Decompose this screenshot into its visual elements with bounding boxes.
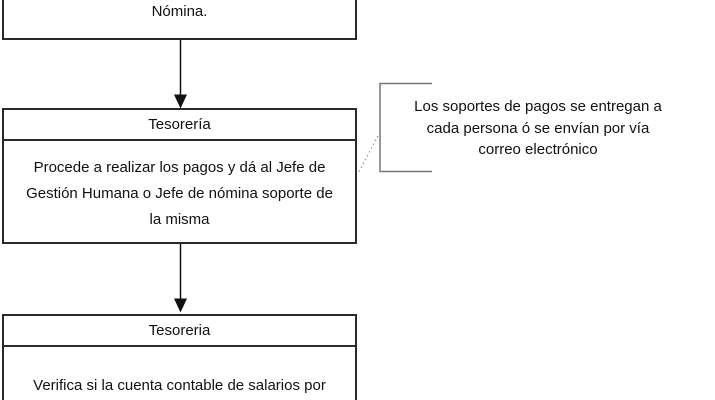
body-line: Verifica si la cuenta contable de salari…: [33, 377, 326, 394]
process-box-tesoreria-verifica: Tesoreria Verifica si la cuenta contable…: [2, 314, 357, 400]
arrowhead-down-icon: [174, 94, 187, 109]
callout-leader-line: [358, 131, 381, 172]
process-box-tesoreria-verifica-header: Tesoreria: [4, 316, 355, 347]
arrowhead-down-icon: [174, 298, 187, 313]
body-line: Gestión Humana o Jefe de nómina soporte …: [26, 185, 333, 202]
callout-line: Los soportes de pagos se entregan a: [414, 98, 662, 115]
process-box-tesoreria-pagos: Tesorería Procede a realizar los pagos y…: [2, 108, 357, 244]
body-line: la misma: [149, 211, 210, 228]
process-box-tesoreria-pagos-body: Procede a realizar los pagos y dá al Jef…: [4, 141, 355, 242]
callout-line: cada persona ó se envían por vía: [426, 119, 650, 137]
callout-line: correo electrónico: [478, 141, 598, 158]
callout-note: Los soportes de pagos se entregan a cada…: [385, 96, 691, 161]
process-box-tesoreria-verifica-body: Verifica si la cuenta contable de salari…: [4, 347, 355, 400]
process-box-tesoreria-pagos-header: Tesorería: [4, 110, 355, 141]
process-box-nomina-label: Nómina.: [151, 3, 208, 20]
process-box-nomina: Nómina.: [2, 0, 357, 40]
body-line: Procede a realizar los pagos y dá al Jef…: [33, 159, 326, 176]
